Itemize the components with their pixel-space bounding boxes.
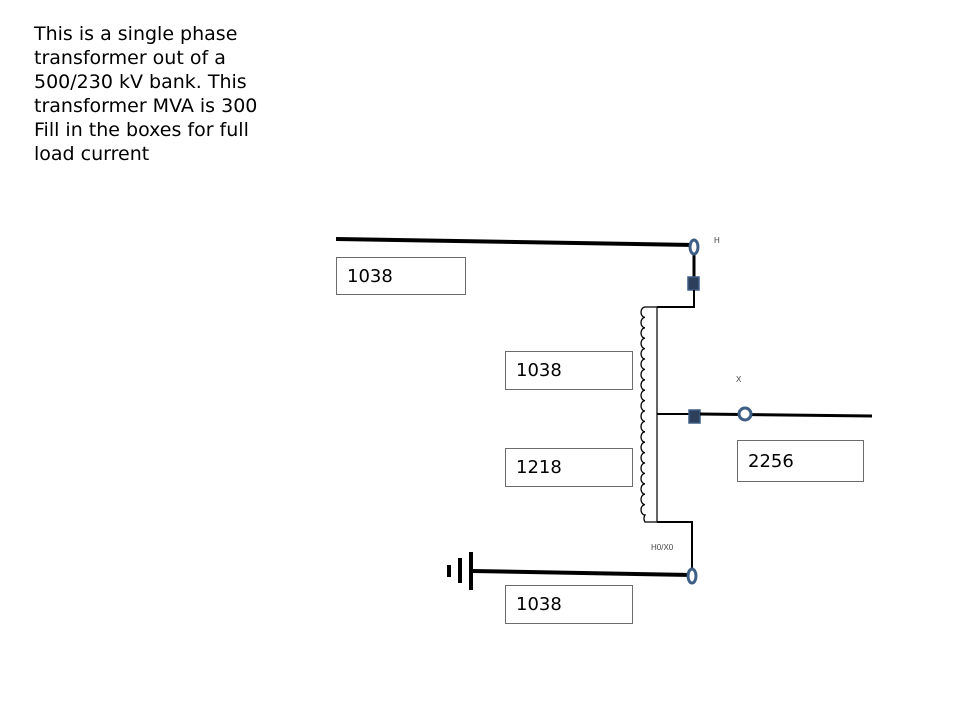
question-line: transformer MVA is 300	[34, 95, 258, 117]
series-winding-current-box[interactable]: 1038	[505, 351, 633, 390]
question-line: transformer out of a	[34, 47, 226, 69]
neutral-current-box[interactable]: 1038	[505, 585, 633, 624]
h0x0-terminal	[686, 567, 698, 585]
terminal-label-x: X	[736, 375, 742, 384]
question-text: This is a single phase transformer out o…	[34, 22, 294, 166]
common-winding-current-box[interactable]: 1218	[505, 448, 633, 487]
question-line: This is a single phase	[34, 23, 238, 45]
winding-coil	[640, 306, 657, 523]
question-line: Fill in the boxes for full	[34, 119, 249, 141]
neutral-wire	[471, 569, 693, 577]
question-line: 500/230 kV bank. This	[34, 71, 247, 93]
winding-bottom-lead	[657, 521, 693, 572]
question-line: load current	[34, 143, 150, 165]
h-terminal	[688, 238, 700, 256]
x-line-wire	[699, 412, 873, 418]
x-line-current-box[interactable]: 2256	[737, 440, 864, 482]
h-bushing-square	[687, 276, 700, 291]
h-line-wire	[335, 237, 695, 247]
winding-top-lead	[657, 290, 695, 308]
terminal-label-h: H	[714, 236, 720, 245]
terminal-label-h0x0: H0/X0	[651, 543, 674, 552]
h-line-current-box[interactable]: 1038	[336, 257, 466, 295]
x-bushing-square	[688, 409, 701, 424]
ground-icon	[447, 552, 473, 590]
x-terminal	[737, 406, 753, 422]
